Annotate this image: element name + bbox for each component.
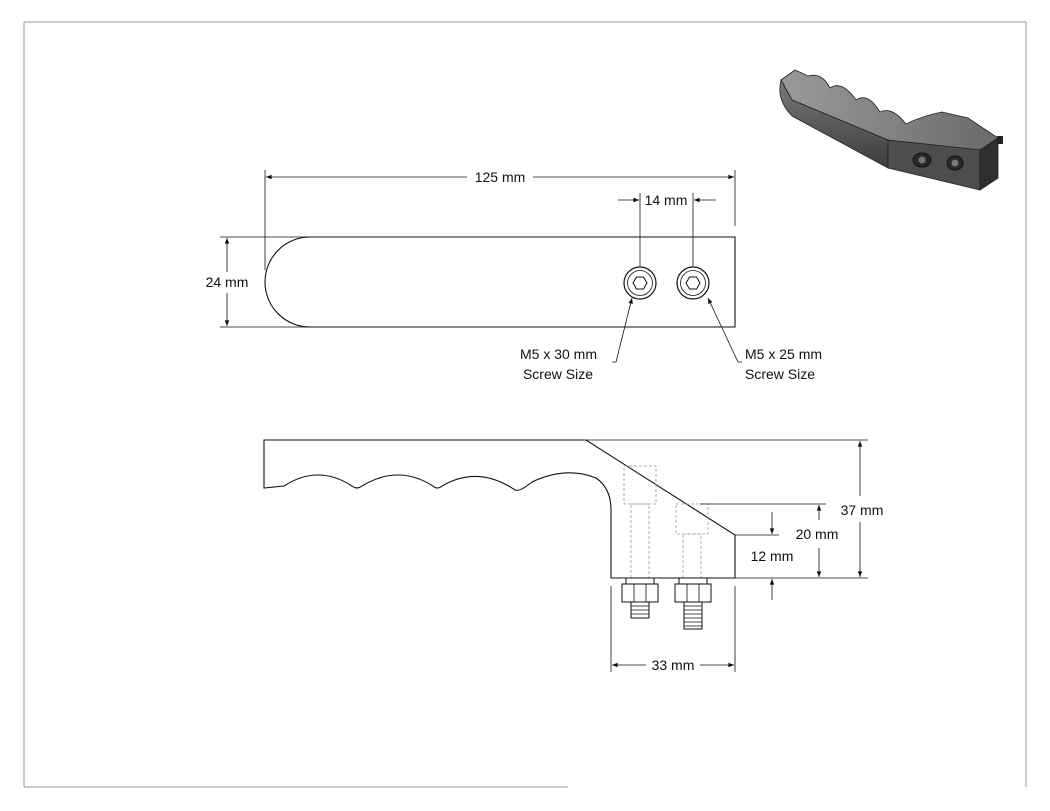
side-view-outline bbox=[263, 439, 736, 579]
sheet-border bbox=[23, 21, 1027, 788]
render-screw-tip bbox=[997, 136, 1003, 144]
screw-head-2 bbox=[676, 266, 710, 300]
dim-length: 125 mm bbox=[264, 169, 736, 270]
dim-height: 37 mm bbox=[586, 439, 884, 579]
render-top-face bbox=[780, 69, 999, 151]
hex-socket-icon bbox=[685, 276, 701, 290]
dim-step-label: 20 mm bbox=[796, 526, 839, 542]
dim-spacing-label: 14 mm bbox=[645, 192, 688, 208]
screw-2-side bbox=[674, 577, 712, 630]
top-view: 125 mm 14 mm 24 mm M5 x 30 mm Screw Size… bbox=[206, 169, 822, 382]
dim-base-width: 33 mm bbox=[610, 586, 736, 673]
dim-width: 24 mm bbox=[206, 236, 310, 328]
dim-thread-label: 12 mm bbox=[751, 548, 794, 564]
render-end-block bbox=[979, 137, 999, 191]
top-view-outline bbox=[264, 236, 736, 328]
callout-screw-1: M5 x 30 mm Screw Size bbox=[520, 297, 633, 382]
dim-base-width-label: 33 mm bbox=[652, 657, 695, 673]
callout-screw-2-label: Screw Size bbox=[745, 366, 815, 382]
isometric-render bbox=[779, 69, 1003, 191]
dim-length-label: 125 mm bbox=[475, 169, 526, 185]
dim-width-label: 24 mm bbox=[206, 274, 249, 290]
side-view: 37 mm 20 mm 12 mm 33 mm bbox=[263, 439, 884, 673]
dim-height-label: 37 mm bbox=[841, 502, 884, 518]
hex-socket-icon bbox=[632, 276, 648, 290]
dim-spacing: 14 mm bbox=[618, 192, 716, 266]
callout-screw-1-label: Screw Size bbox=[523, 366, 593, 382]
screw-1-side bbox=[621, 577, 659, 619]
callout-screw-1-size: M5 x 30 mm bbox=[520, 346, 597, 362]
callout-screw-2-size: M5 x 25 mm bbox=[745, 346, 822, 362]
callout-screw-2: M5 x 25 mm Screw Size bbox=[707, 297, 822, 382]
dim-step: 20 mm bbox=[700, 503, 839, 577]
screw-head-1 bbox=[623, 266, 657, 300]
dim-thread: 12 mm bbox=[735, 512, 793, 600]
